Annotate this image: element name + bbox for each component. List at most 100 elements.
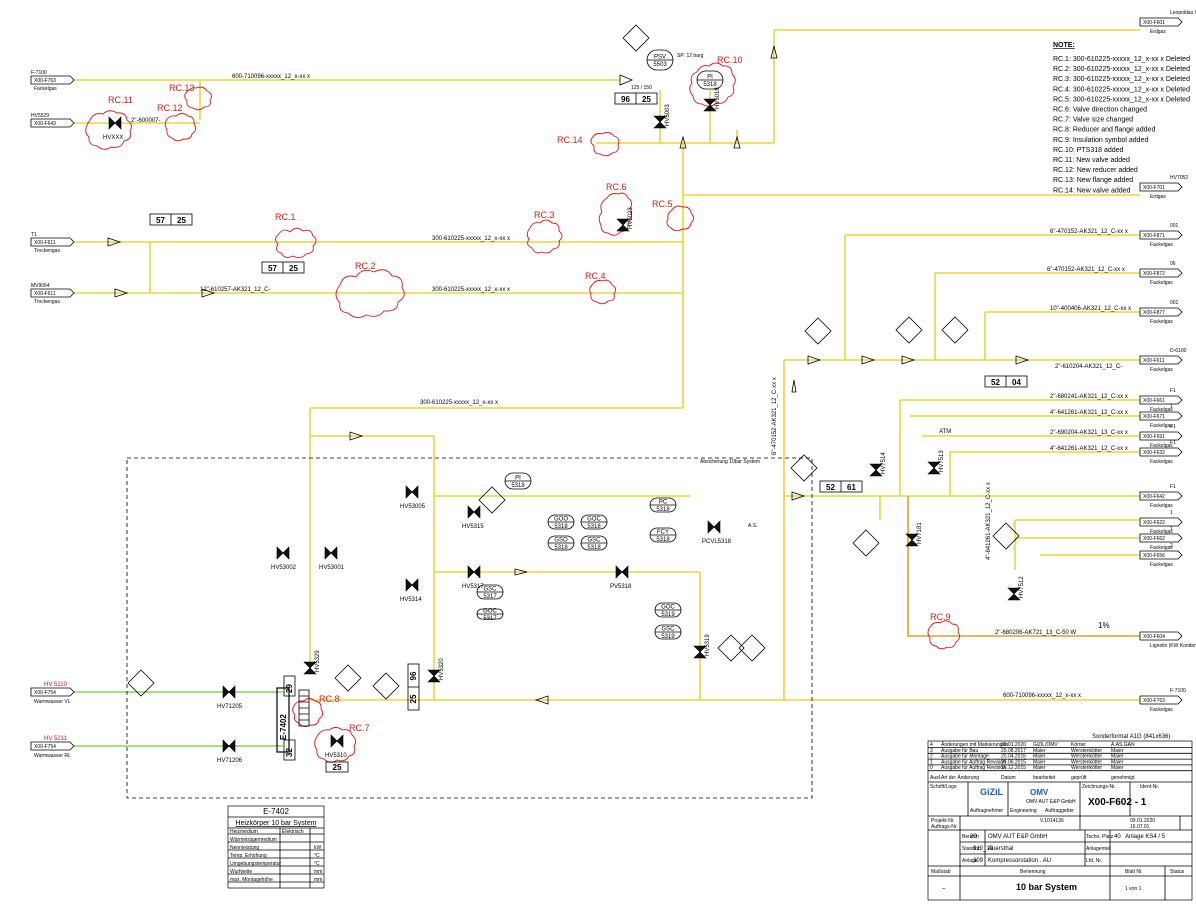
right-connectors: Leopoldau CV5520X00-F601ErdgasHV7052X00-… <box>1139 10 1196 713</box>
valve-hvxxx[interactable]: HVXXX <box>103 116 123 141</box>
connector-label: Fackelgas <box>1150 562 1173 568</box>
valve-hv5314[interactable]: HV5314 <box>400 578 422 603</box>
valve-hv5317[interactable]: HV5317 <box>462 565 484 590</box>
line-label-v2: 4"-641261-AK321_12_C-xx x <box>986 482 992 560</box>
connector-left-4[interactable]: MV9064 X00-F611 Trockengas <box>30 283 75 305</box>
tag-box-value: 25 <box>177 216 186 225</box>
pipe-network <box>74 29 1140 701</box>
valve-hv53005[interactable]: HV53005 <box>400 485 426 510</box>
tag-box-value: 25 <box>409 694 418 703</box>
heater-e7402[interactable]: E-7402 <box>276 687 310 753</box>
svg-text:Fackelgas: Fackelgas <box>34 86 57 92</box>
valve-hv5023[interactable]: HV5023 <box>616 207 634 232</box>
valve-tag: HV5320 <box>439 658 445 680</box>
rc-label-8: RC.8 <box>319 694 340 704</box>
valve-tag: HV5319 <box>705 634 711 656</box>
svg-text:Warmwasser VL: Warmwasser VL <box>34 699 71 705</box>
valve-hv5003[interactable]: HV5003 <box>653 104 671 129</box>
valve-hv71206[interactable]: HV71206 <box>217 739 243 764</box>
line-label-r1: 6"-470152-AK321_12_C-xx x <box>1050 229 1128 235</box>
valve-hv5315[interactable]: HV5315 <box>462 505 484 530</box>
rc-label-13: RC.13 <box>169 83 195 93</box>
valve-hv53001[interactable]: HV53001 <box>319 546 345 571</box>
instrument-tag: PI <box>515 476 521 482</box>
valve-hv5329[interactable]: HV5329 <box>303 650 321 675</box>
valve-hv5320[interactable]: HV5320 <box>427 658 445 683</box>
interlock-diamond <box>334 664 362 692</box>
connector-left-1[interactable]: F-7100 X00-F763 Fackelgas <box>30 70 75 92</box>
valve-hv5310[interactable]: HV5310 <box>325 734 347 759</box>
revision-cell: Ausgabe für Montage <box>941 754 989 760</box>
psv-size: 125 / 150 <box>631 85 652 91</box>
connector-left-2[interactable]: HV5529 X00-F643 <box>30 113 75 128</box>
revision-cell: 1 <box>930 759 933 765</box>
line-label-r8: 4"-641261-AK321_12_C-xx x <box>1050 446 1128 452</box>
valve-hv7512[interactable]: HV7512 <box>1007 576 1025 601</box>
valve-hv7181[interactable]: HV7181 <box>905 522 923 547</box>
valve-hv5319[interactable]: HV5319 <box>693 634 711 659</box>
heater-row-unit: mm <box>314 877 322 883</box>
connector-left-5[interactable]: HV 5110 X00-F754 Warmwasser VL <box>30 682 75 705</box>
valve-tag: HV71206 <box>217 758 243 764</box>
valve-tag: HV71205 <box>217 704 243 710</box>
connector-tag: F1 <box>1170 440 1176 446</box>
instrument-number: 5319 <box>661 612 675 618</box>
valve-pcvl5318[interactable]: PCVL5318 <box>702 520 732 545</box>
valve-hv71205[interactable]: HV71205 <box>217 685 243 710</box>
svg-text:Trockengas: Trockengas <box>34 299 60 305</box>
valve-hv53002[interactable]: HV53002 <box>271 546 297 571</box>
svg-text:Status: Status <box>1170 869 1185 875</box>
connector-left-6[interactable]: HV 5211 X00-F754 Warmwasser RL <box>30 736 75 759</box>
valve-tag: HV5315 <box>462 524 484 530</box>
note-item: RC.2: 300-610225-xxxxx_12_x-xx x Deleted <box>1053 66 1190 73</box>
valve-hv7513[interactable]: HV7513 <box>927 450 945 475</box>
interlock-diamond <box>992 522 1020 550</box>
valve-tag: HV5003 <box>665 104 671 126</box>
connector-tag: 1 <box>1170 404 1173 410</box>
line-label-r10: 600-710096-xxxxx_12_x-xx x <box>1003 693 1081 699</box>
valve-hv7514[interactable]: HV7514 <box>869 452 887 477</box>
valve-pv5318[interactable]: PV5318 <box>610 565 632 590</box>
svg-text:Techn. Platz: Techn. Platz <box>1086 834 1114 840</box>
document-number: X00-F602 - 1 <box>1088 797 1147 808</box>
revision-cell: 2 <box>930 754 933 760</box>
connector-tag: HV7052 <box>1170 175 1188 181</box>
valve-hv5018[interactable]: HV5018 <box>703 87 721 112</box>
connector-ref: X00-F661 <box>1143 398 1165 404</box>
interlock-diamonds <box>127 24 1020 700</box>
connector-left-3[interactable]: T1 X00-F611 Trockengas <box>30 232 75 254</box>
valve-tag: HV7512 <box>1019 576 1025 598</box>
valve-tag: HV5310 <box>325 753 347 759</box>
